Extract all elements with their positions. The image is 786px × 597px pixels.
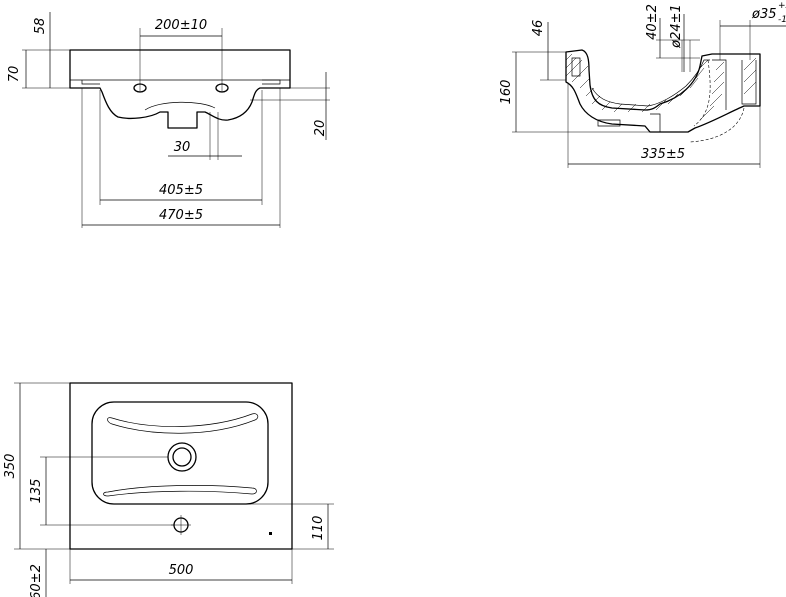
dim-40: 40±2	[645, 4, 660, 40]
dim-110: 110	[311, 516, 326, 541]
dim-mount-holes: 200±10	[155, 18, 207, 33]
dim-30: 30	[174, 140, 191, 155]
dim-405: 405±5	[159, 183, 203, 198]
side-section-view: 46 160 40±2 ø24±1 ø35 +2 -1 335±5	[499, 1, 786, 168]
bowl-outline	[91, 401, 269, 505]
dim-335: 335±5	[641, 147, 685, 162]
dim-d35: ø35	[751, 7, 777, 22]
dim-135: 135	[29, 479, 44, 504]
top-view: 350 135 110 500 60±2	[3, 382, 334, 597]
front-view-outline	[69, 49, 291, 129]
dim-d35-tol-lower: -1	[778, 15, 786, 25]
dim-60: 60±2	[29, 564, 44, 597]
dim-d35-tol-upper: +2	[778, 1, 786, 11]
dim-height-rim: 70	[7, 66, 22, 83]
top-view-outline	[69, 382, 293, 550]
section-hatching	[565, 53, 757, 121]
dim-46: 46	[531, 20, 546, 37]
dim-side-20: 20	[313, 120, 328, 137]
side-section-outline	[565, 49, 761, 133]
front-view: 200±10 58 70 20 30 405±5 470±5	[7, 12, 330, 228]
dim-height-top: 58	[33, 18, 48, 35]
dim-d24: ø24±1	[669, 4, 684, 49]
drain-hole	[167, 442, 197, 472]
dim-350: 350	[3, 454, 18, 479]
dim-160: 160	[499, 80, 514, 105]
dim-500: 500	[169, 563, 194, 578]
dim-470: 470±5	[159, 208, 203, 223]
